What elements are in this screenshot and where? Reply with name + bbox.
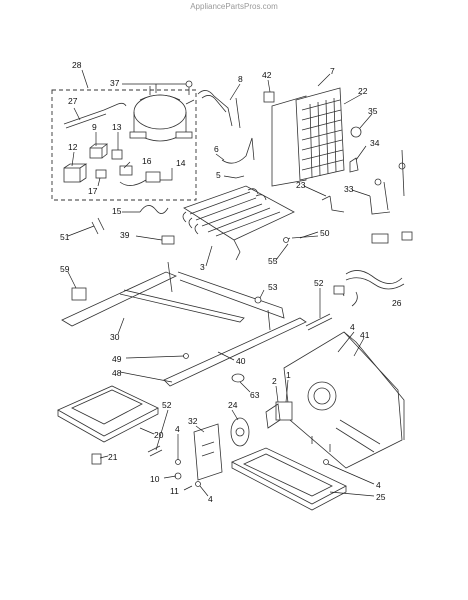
fan-blade-2[interactable] bbox=[265, 403, 281, 429]
callout-30: 30 bbox=[110, 332, 120, 342]
callout-53: 53 bbox=[268, 282, 278, 292]
callout-59: 59 bbox=[60, 264, 70, 274]
callout-11: 11 bbox=[170, 486, 179, 496]
callout-20: 20 bbox=[154, 430, 164, 440]
callout-5: 5 bbox=[216, 170, 221, 180]
screw-52-top[interactable] bbox=[305, 313, 333, 331]
callout-39: 39 bbox=[120, 230, 130, 240]
callout-3: 3 bbox=[200, 262, 205, 272]
callout-8: 8 bbox=[238, 74, 243, 84]
callout-23: 23 bbox=[296, 180, 306, 190]
clip-21[interactable] bbox=[91, 453, 102, 465]
callout-49: 49 bbox=[112, 354, 122, 364]
grommet-39[interactable] bbox=[161, 235, 175, 245]
callout-35: 35 bbox=[368, 106, 378, 116]
heater-50[interactable] bbox=[283, 235, 319, 243]
watermark: AppliancePartsPros.com bbox=[190, 2, 278, 11]
callout-40: 40 bbox=[236, 356, 246, 366]
callout-27: 27 bbox=[68, 96, 78, 106]
callout-9: 9 bbox=[92, 122, 97, 132]
machine-compartment-41[interactable] bbox=[283, 331, 405, 469]
screw-49[interactable] bbox=[183, 353, 189, 359]
callout-25: 25 bbox=[376, 492, 386, 502]
leader-lines bbox=[67, 69, 375, 497]
callout-50: 50 bbox=[320, 228, 330, 238]
fan-24[interactable] bbox=[230, 417, 250, 447]
callout-52-top: 52 bbox=[314, 278, 324, 288]
callout-41: 41 bbox=[360, 330, 370, 340]
tube-51[interactable] bbox=[91, 217, 105, 235]
callout-52-lower: 52 bbox=[162, 400, 172, 410]
callout-15: 15 bbox=[112, 206, 122, 216]
callout-26: 26 bbox=[392, 298, 402, 308]
callout-labels: 28 37 27 9 13 12 16 17 14 8 42 7 22 35 6… bbox=[60, 60, 402, 504]
callout-17: 17 bbox=[88, 186, 98, 196]
callout-63: 63 bbox=[250, 390, 260, 400]
cover-12[interactable] bbox=[63, 163, 88, 183]
callout-22: 22 bbox=[358, 86, 368, 96]
callout-4-mid: 4 bbox=[175, 424, 180, 434]
callout-42: 42 bbox=[262, 70, 272, 80]
callout-33: 33 bbox=[344, 184, 354, 194]
bracket-59[interactable] bbox=[71, 287, 87, 301]
tube-8[interactable] bbox=[197, 90, 241, 129]
callout-7: 7 bbox=[330, 66, 335, 76]
condenser-7[interactable] bbox=[263, 87, 345, 187]
evaporator-3[interactable] bbox=[182, 185, 295, 261]
screw-4-lower[interactable] bbox=[175, 459, 329, 487]
callout-24: 24 bbox=[228, 400, 238, 410]
base-frame-30[interactable] bbox=[61, 261, 307, 387]
callout-4-top: 4 bbox=[350, 322, 355, 332]
callout-21: 21 bbox=[108, 452, 118, 462]
callout-32: 32 bbox=[188, 416, 198, 426]
callout-4-lower: 4 bbox=[208, 494, 213, 504]
connector-16[interactable] bbox=[119, 165, 133, 176]
clip-17[interactable] bbox=[95, 169, 107, 179]
pin-37[interactable] bbox=[185, 80, 193, 95]
callout-1: 1 bbox=[286, 370, 291, 380]
fan-motor-1[interactable] bbox=[275, 401, 293, 421]
bracket-34[interactable] bbox=[349, 157, 359, 173]
screw-52-lower[interactable] bbox=[147, 445, 163, 457]
bracket-32[interactable] bbox=[193, 423, 223, 481]
bracket-23[interactable] bbox=[321, 195, 345, 213]
grommet-63[interactable] bbox=[231, 373, 245, 383]
tube-6[interactable] bbox=[221, 137, 255, 164]
compressor-group-box bbox=[51, 89, 197, 201]
callout-55: 55 bbox=[268, 256, 278, 266]
tube-5[interactable] bbox=[235, 175, 245, 179]
drain-pan-25[interactable] bbox=[231, 447, 347, 511]
callout-2: 2 bbox=[272, 376, 277, 386]
drier-27[interactable] bbox=[63, 102, 127, 129]
callout-16: 16 bbox=[142, 156, 152, 166]
overload-13[interactable] bbox=[111, 149, 123, 160]
callout-37: 37 bbox=[110, 78, 120, 88]
callout-51: 51 bbox=[60, 232, 70, 242]
callout-10: 10 bbox=[150, 474, 160, 484]
fitting-35[interactable] bbox=[350, 126, 362, 138]
harness-14[interactable] bbox=[119, 171, 161, 186]
wire-15[interactable] bbox=[139, 205, 169, 214]
panel-20[interactable] bbox=[57, 385, 159, 443]
callout-34: 34 bbox=[370, 138, 380, 148]
clip-33[interactable] bbox=[369, 149, 406, 215]
compressor[interactable] bbox=[129, 84, 195, 142]
callout-48: 48 bbox=[112, 368, 122, 378]
screw-53[interactable] bbox=[254, 296, 262, 304]
callout-28: 28 bbox=[72, 60, 82, 70]
callout-12: 12 bbox=[68, 142, 78, 152]
callout-4-right: 4 bbox=[376, 480, 381, 490]
relay-9[interactable] bbox=[89, 143, 109, 159]
wire-harness-26[interactable] bbox=[333, 231, 413, 307]
callout-6: 6 bbox=[214, 144, 219, 154]
callout-13: 13 bbox=[112, 122, 122, 132]
callout-14: 14 bbox=[176, 158, 186, 168]
